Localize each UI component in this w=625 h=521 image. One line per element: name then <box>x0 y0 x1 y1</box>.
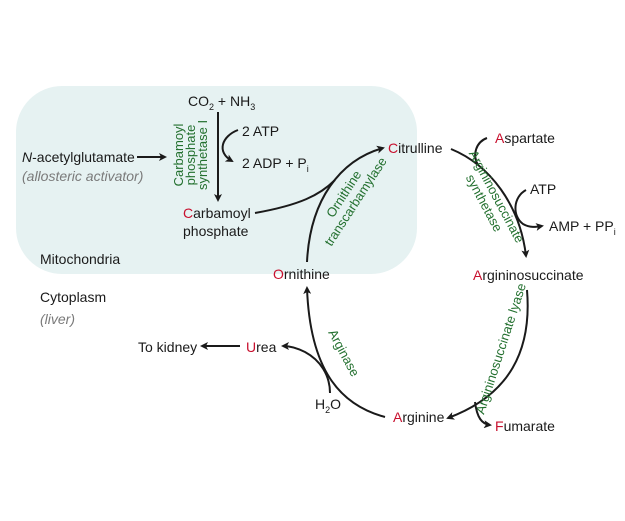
amp-ppi-label: AMP + PPi <box>549 218 616 237</box>
ass-atp-arrow <box>514 189 544 231</box>
aspartate-input-path <box>474 137 488 166</box>
svg-text:synthetase I: synthetase I <box>195 120 210 190</box>
urea-output-arrow <box>281 342 331 394</box>
fumarate-label: Fumarate <box>495 418 555 434</box>
urea-label: Urea <box>246 339 277 355</box>
ass-arc <box>450 148 530 258</box>
liver-note: (liver) <box>40 311 75 327</box>
svg-text:phosphate: phosphate <box>183 125 198 186</box>
carbamoyl-phosphate-label-line2: phosphate <box>183 223 249 239</box>
fumarate-output-arrow <box>474 401 492 429</box>
arginase-arc <box>303 286 386 418</box>
co2-nh3-label: CO2 + NH3 <box>188 93 255 112</box>
citrulline-label: Citrulline <box>388 140 443 156</box>
adp-label: 2 ADP + Pi <box>242 155 309 174</box>
aspartate-label: Aspartate <box>495 130 555 146</box>
water-label: H2O <box>315 396 341 415</box>
atp-label: 2 ATP <box>242 123 279 139</box>
ass-atp-label: ATP <box>530 181 556 197</box>
allosteric-activator-note: (allosteric activator) <box>22 168 143 184</box>
to-kidney-label: To kidney <box>138 339 197 355</box>
cps1-enzyme-label: Carbamoyl phosphate synthetase I <box>171 120 210 190</box>
svg-text:Carbamoyl: Carbamoyl <box>171 123 186 186</box>
otc-arc <box>306 145 385 263</box>
svg-text:Arginase: Arginase <box>325 327 362 379</box>
atp-consumption-arrow <box>221 129 239 162</box>
argininosuccinate-label: Argininosuccinate <box>473 267 584 283</box>
arginase-enzyme-label: Arginase <box>325 327 362 379</box>
cytoplasm-label: Cytoplasm <box>40 289 106 305</box>
arginine-label: Arginine <box>393 409 445 425</box>
n-acetylglutamate-label: N-acetylglutamate <box>22 149 135 165</box>
ornithine-label: Ornithine <box>273 266 330 282</box>
mitochondria-region <box>16 86 417 274</box>
carbamoyl-phosphate-label: Carbamoyl <box>183 205 251 221</box>
asl-arc <box>446 289 529 420</box>
mitochondria-label: Mitochondria <box>40 251 120 267</box>
